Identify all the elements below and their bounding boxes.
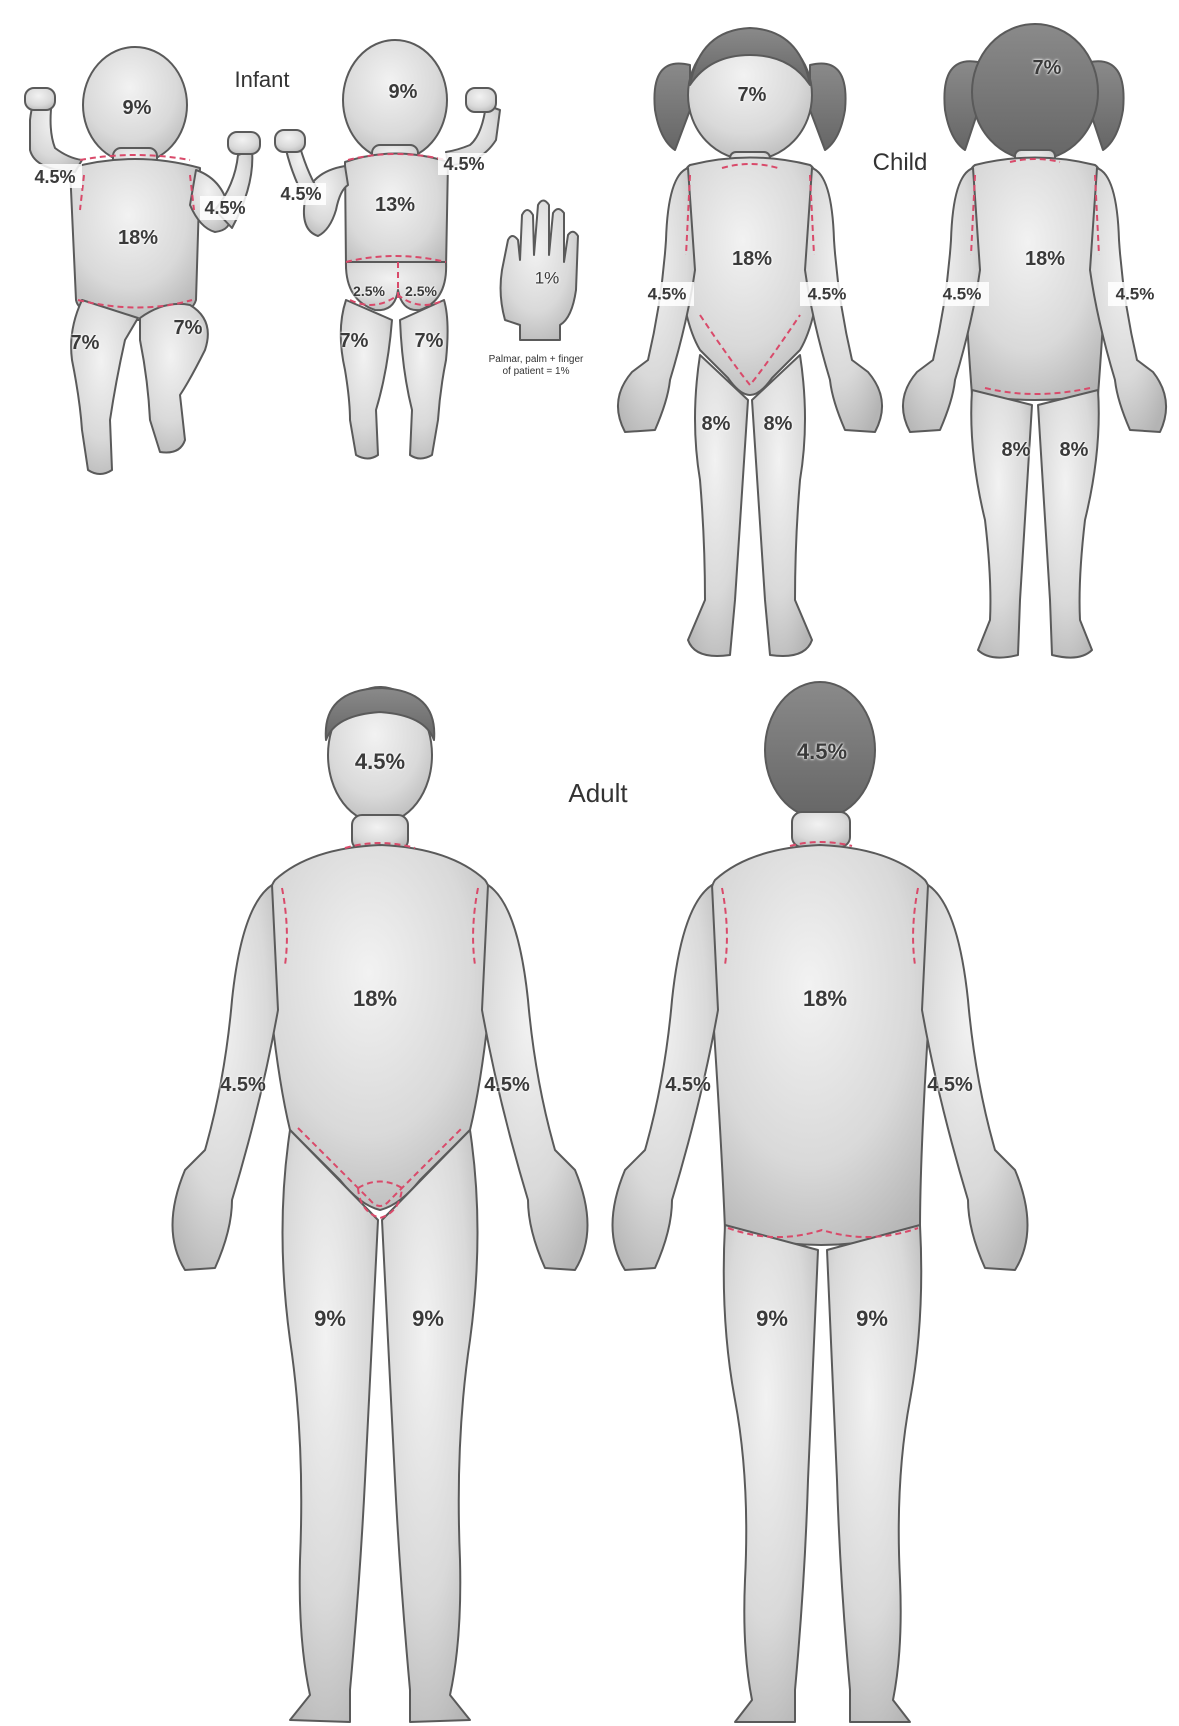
infant-back-head-label: 9% <box>389 82 418 102</box>
hand-caption: Palmar, palm + finger of patient = 1% <box>471 354 601 377</box>
child-back-left-leg-label: 8% <box>1002 440 1031 460</box>
adult-back-head-label: 4.5% <box>797 741 847 763</box>
child-front-right-arm-label: 4.5% <box>648 286 687 303</box>
adult-back-trunk-label: 18% <box>803 988 847 1010</box>
adult-back-right-arm-label: 4.5% <box>927 1075 973 1095</box>
adult-front-right-arm-label: 4.5% <box>220 1075 266 1095</box>
hand-caption-line1: Palmar, palm + finger <box>471 354 601 366</box>
child-front-left-arm-label: 4.5% <box>808 286 847 303</box>
adult-back-right-leg-label: 9% <box>856 1308 888 1330</box>
hand-value-label: 1% <box>535 270 560 287</box>
hand-caption-line2: of patient = 1% <box>471 366 601 378</box>
child-front-figure <box>618 28 882 656</box>
adult-front-left-arm-label: 4.5% <box>484 1075 530 1095</box>
infant-front-left-leg-label: 7% <box>174 318 203 338</box>
adult-back-left-leg-label: 9% <box>756 1308 788 1330</box>
child-front-head-label: 7% <box>738 85 767 105</box>
adult-front-head-label: 4.5% <box>355 751 405 773</box>
infant-front-head-label: 9% <box>123 98 152 118</box>
adult-front-right-leg-label: 9% <box>314 1308 346 1330</box>
infant-back-trunk-label: 13% <box>375 195 415 215</box>
child-back-figure <box>903 24 1166 658</box>
infant-back-right-buttock-label: 2.5% <box>405 284 437 298</box>
infant-back-right-leg-label: 7% <box>415 331 444 351</box>
title-child: Child <box>873 151 928 175</box>
infant-front-left-arm-label: 4.5% <box>204 199 245 217</box>
infant-back-left-leg-label: 7% <box>340 331 369 351</box>
child-back-right-leg-label: 8% <box>1060 440 1089 460</box>
infant-front-right-leg-label: 7% <box>71 333 100 353</box>
infant-back-left-buttock-label: 2.5% <box>353 284 385 298</box>
title-adult: Adult <box>568 780 627 806</box>
adult-back-left-arm-label: 4.5% <box>665 1075 711 1095</box>
adult-back-figure <box>613 682 1028 1722</box>
infant-front-trunk-label: 18% <box>118 228 158 248</box>
child-back-trunk-label: 18% <box>1025 249 1065 269</box>
child-back-left-arm-label: 4.5% <box>943 286 982 303</box>
infant-back-right-arm-label: 4.5% <box>280 185 321 203</box>
child-front-left-leg-label: 8% <box>764 414 793 434</box>
child-front-right-leg-label: 8% <box>702 414 731 434</box>
adult-front-trunk-label: 18% <box>353 988 397 1010</box>
infant-front-right-arm-label: 4.5% <box>34 168 75 186</box>
title-infant: Infant <box>234 69 289 91</box>
child-back-right-arm-label: 4.5% <box>1116 286 1155 303</box>
infant-back-left-arm-label: 4.5% <box>443 155 484 173</box>
infant-back-figure <box>275 40 500 459</box>
child-back-head-label: 7% <box>1033 58 1062 78</box>
child-front-trunk-label: 18% <box>732 249 772 269</box>
adult-front-left-leg-label: 9% <box>412 1308 444 1330</box>
